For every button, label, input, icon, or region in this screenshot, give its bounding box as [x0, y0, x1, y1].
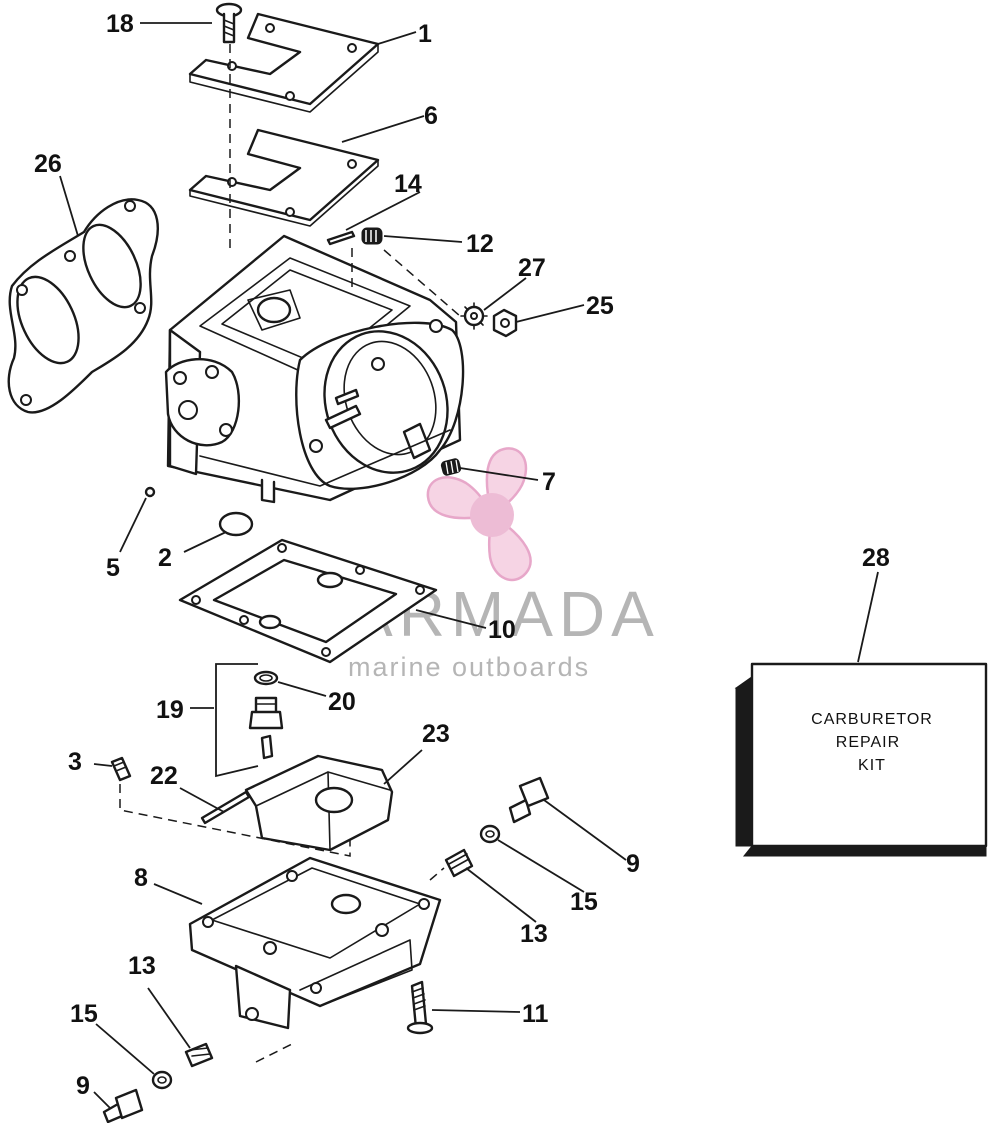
callout-7: 7 — [542, 468, 556, 496]
callout-26: 26 — [34, 150, 62, 178]
part-15-washer-lower — [151, 1070, 173, 1090]
part-6-gasket — [188, 128, 380, 227]
callout-8: 8 — [134, 864, 148, 892]
callout-6: 6 — [424, 102, 438, 130]
part-10-gasket — [178, 538, 438, 664]
callout-15-lower: 15 — [70, 1000, 98, 1028]
callout-25: 25 — [586, 292, 614, 320]
armada-logo: ARMADA marine outboards — [348, 447, 654, 682]
part-2-plug — [218, 511, 254, 537]
alignment-lines — [119, 44, 461, 1063]
part-28-repair-kit: CARBURETOR REPAIR KIT — [734, 662, 988, 857]
part-26-flange-gasket — [7, 198, 159, 414]
callout-10: 10 — [488, 616, 516, 644]
callout-28: 28 — [862, 544, 890, 572]
part-12-spring — [361, 227, 383, 245]
part-23-float — [244, 754, 394, 852]
carburetor-body — [164, 234, 465, 504]
part-13-jet-lower — [184, 1042, 214, 1068]
callout-3: 3 — [68, 748, 82, 776]
callout-2: 2 — [158, 544, 172, 572]
callout-13-lower: 13 — [128, 952, 156, 980]
callout-11: 11 — [522, 1000, 549, 1028]
part-1-cover — [188, 12, 380, 113]
leader-lines — [59, 22, 879, 1109]
callout-1: 1 — [418, 20, 432, 48]
part-15-washer-upper — [479, 824, 501, 844]
callout-12: 12 — [466, 230, 494, 258]
part-27-lockwasher — [460, 302, 488, 330]
part-18-screw — [215, 2, 243, 44]
part-13-jet-upper — [444, 848, 474, 878]
part-11-screw — [406, 980, 434, 1035]
callout-20: 20 — [328, 688, 356, 716]
kit-label-line1: CARBURETOR — [811, 711, 933, 728]
callout-9-upper: 9 — [626, 850, 640, 878]
part-25-nut — [492, 308, 518, 338]
part-3-jet — [110, 756, 132, 782]
callout-23: 23 — [422, 720, 450, 748]
callout-19: 19 — [156, 696, 184, 724]
part-22-float-pin — [200, 790, 251, 825]
part-8-float-bowl — [188, 856, 442, 1030]
kit-label-line3: KIT — [858, 757, 886, 774]
callout-numbers: 18 1 6 26 14 12 27 25 7 5 2 10 20 19 23 … — [34, 10, 890, 1100]
bracket-19 — [215, 663, 259, 778]
part-9-plug-upper — [508, 776, 550, 824]
callout-22: 22 — [150, 762, 178, 790]
callout-9-lower: 9 — [76, 1072, 90, 1100]
watermark-tagline: marine outboards — [348, 652, 590, 682]
part-9-plug-lower — [102, 1088, 144, 1123]
callout-18: 18 — [106, 10, 134, 38]
callout-13-upper: 13 — [520, 920, 548, 948]
callout-15-upper: 15 — [570, 888, 598, 916]
part-5-ball — [144, 486, 156, 498]
propeller-icon — [426, 447, 532, 582]
part-14-pin — [326, 230, 356, 246]
part-7-spring — [440, 458, 462, 476]
callout-5: 5 — [106, 554, 120, 582]
part-20-oring — [253, 670, 279, 686]
part-19-needle-seat — [248, 696, 284, 760]
callout-27: 27 — [518, 254, 546, 282]
callout-14: 14 — [394, 170, 422, 198]
kit-label-line2: REPAIR — [836, 734, 900, 751]
